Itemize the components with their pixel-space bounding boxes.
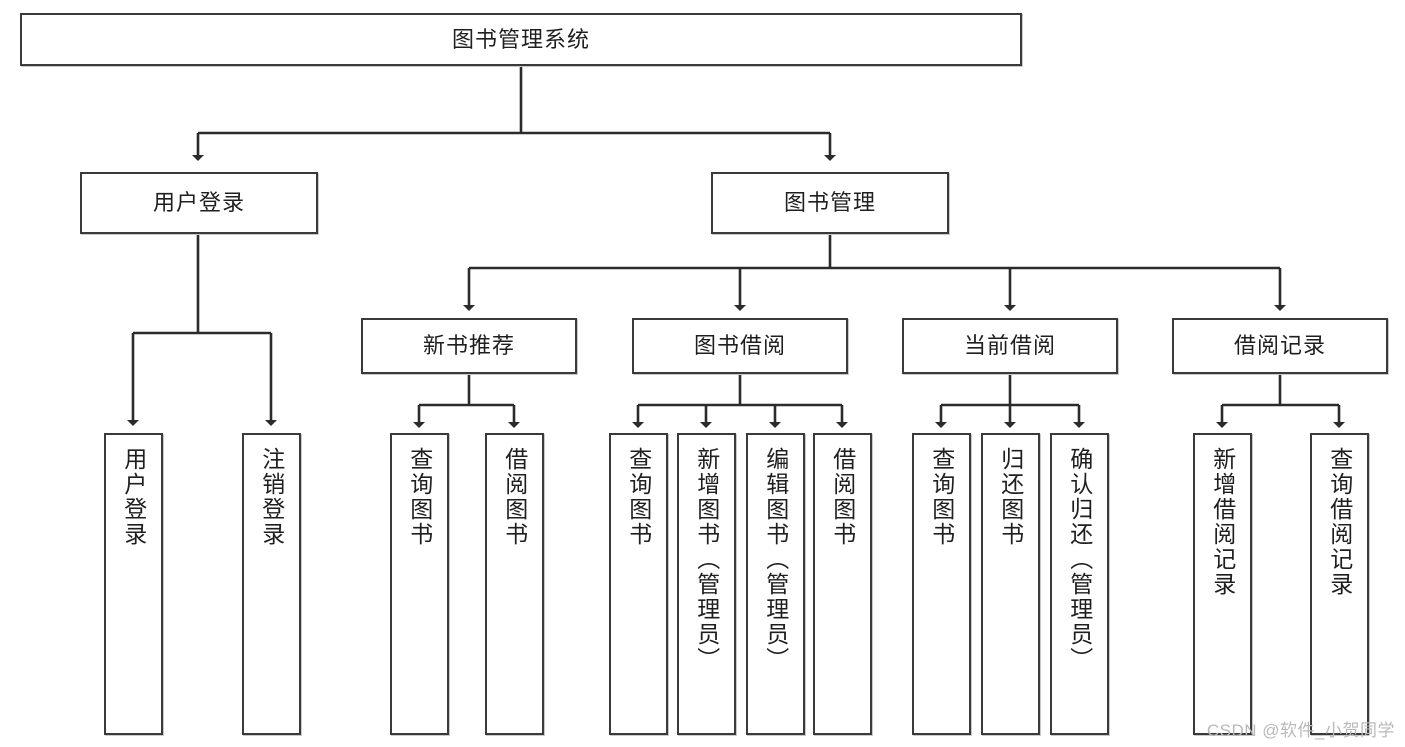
node-book-borrow[interactable]: 图书借阅 <box>632 318 848 374</box>
node-borrow-record[interactable]: 借阅记录 <box>1172 318 1388 374</box>
node-user-login[interactable]: 用户登录 <box>80 172 318 234</box>
leaf-label: 归还图书 <box>997 447 1024 547</box>
leaf-new-book-query[interactable]: 查询图书 <box>390 433 449 735</box>
leaf-label: 确认归还（管理员） <box>1066 447 1093 672</box>
leaf-book-borrow-borrow[interactable]: 借阅图书 <box>813 433 872 735</box>
node-user-login-label: 用户登录 <box>152 190 245 216</box>
leaf-new-book-borrow[interactable]: 借阅图书 <box>485 433 544 735</box>
leaf-user-login-logout[interactable]: 注销登录 <box>242 433 301 735</box>
leaf-borrow-record-add[interactable]: 新增借阅记录 <box>1193 433 1252 735</box>
leaf-label: 查询图书 <box>928 447 955 547</box>
leaf-label: 注销登录 <box>258 447 285 547</box>
node-current-borrow[interactable]: 当前借阅 <box>902 318 1118 374</box>
node-root-label: 图书管理系统 <box>451 26 590 52</box>
leaf-user-login-login[interactable]: 用户登录 <box>104 433 163 735</box>
node-current-borrow-label: 当前借阅 <box>963 333 1056 359</box>
node-book-management[interactable]: 图书管理 <box>711 172 949 234</box>
leaf-book-borrow-edit[interactable]: 编辑图书（管理员） <box>746 433 805 735</box>
leaf-borrow-record-query[interactable]: 查询借阅记录 <box>1310 433 1369 735</box>
node-new-book-recommend-label: 新书推荐 <box>422 333 515 359</box>
leaf-label: 查询图书 <box>625 447 652 547</box>
node-borrow-record-label: 借阅记录 <box>1233 333 1326 359</box>
leaf-label: 查询借阅记录 <box>1326 447 1353 597</box>
leaf-current-borrow-confirm[interactable]: 确认归还（管理员） <box>1050 433 1109 735</box>
node-book-management-label: 图书管理 <box>783 190 876 216</box>
leaf-current-borrow-query[interactable]: 查询图书 <box>912 433 971 735</box>
leaf-label: 查询图书 <box>406 447 433 547</box>
leaf-label: 编辑图书（管理员） <box>762 447 789 672</box>
leaf-book-borrow-query[interactable]: 查询图书 <box>609 433 668 735</box>
watermark: CSDN @软件_小贺同学 <box>1206 721 1395 740</box>
leaf-label: 借阅图书 <box>829 447 856 547</box>
leaf-book-borrow-add[interactable]: 新增图书（管理员） <box>677 433 736 735</box>
leaf-label: 新增借阅记录 <box>1209 447 1236 597</box>
node-root[interactable]: 图书管理系统 <box>20 13 1022 66</box>
leaf-label: 用户登录 <box>120 447 147 547</box>
node-new-book-recommend[interactable]: 新书推荐 <box>361 318 577 374</box>
leaf-current-borrow-return[interactable]: 归还图书 <box>981 433 1040 735</box>
leaf-label: 新增图书（管理员） <box>693 447 720 672</box>
node-book-borrow-label: 图书借阅 <box>693 333 786 359</box>
leaf-label: 借阅图书 <box>501 447 528 547</box>
